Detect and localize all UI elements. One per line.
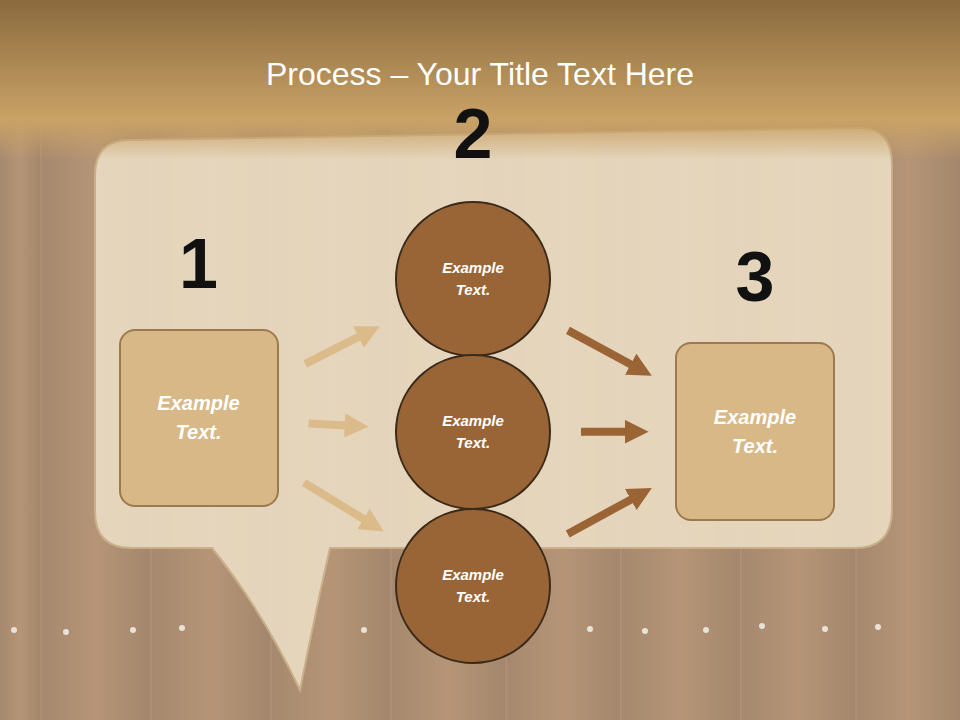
speech-bubble	[95, 128, 892, 690]
circle-outline	[395, 201, 551, 357]
flow-arrow	[308, 424, 347, 426]
flow-arrow	[568, 498, 633, 534]
step-number: 3	[647, 242, 863, 312]
background-shape	[11, 627, 17, 633]
process-circle: Example Text.	[395, 354, 551, 510]
node-text: Example Text.	[429, 410, 517, 454]
background-shape	[642, 628, 648, 634]
background-shape	[759, 623, 765, 629]
flow-arrow	[305, 336, 360, 364]
background-shape	[361, 627, 367, 633]
process-box: Example Text.1	[119, 329, 279, 507]
process-circle: Example Text.	[395, 508, 551, 664]
circle-fill	[396, 355, 550, 509]
background-shape	[875, 624, 881, 630]
flow-arrow	[568, 330, 633, 365]
circle-fill	[396, 509, 550, 663]
process-box: Example Text.3	[675, 342, 835, 521]
flow-arrow	[581, 428, 627, 436]
background-shape	[822, 626, 828, 632]
background-shape	[703, 627, 709, 633]
background-shape	[587, 626, 593, 632]
node-text: Example Text.	[143, 389, 255, 447]
circle-outline	[395, 508, 551, 664]
circle-outline	[395, 354, 551, 510]
node-text: Example Text.	[429, 564, 517, 608]
background-shape	[130, 627, 136, 633]
background-shape	[179, 625, 185, 631]
slide-title: Process – Your Title Text Here	[0, 52, 960, 96]
background-shape	[63, 629, 69, 635]
flow-arrow	[304, 483, 365, 521]
process-circle: Example Text.2	[395, 201, 551, 357]
node-text: Example Text.	[429, 257, 517, 301]
node-text: Example Text.	[699, 403, 811, 461]
step-number: 1	[91, 229, 307, 299]
circle-fill	[396, 202, 550, 356]
step-number: 2	[365, 99, 581, 169]
